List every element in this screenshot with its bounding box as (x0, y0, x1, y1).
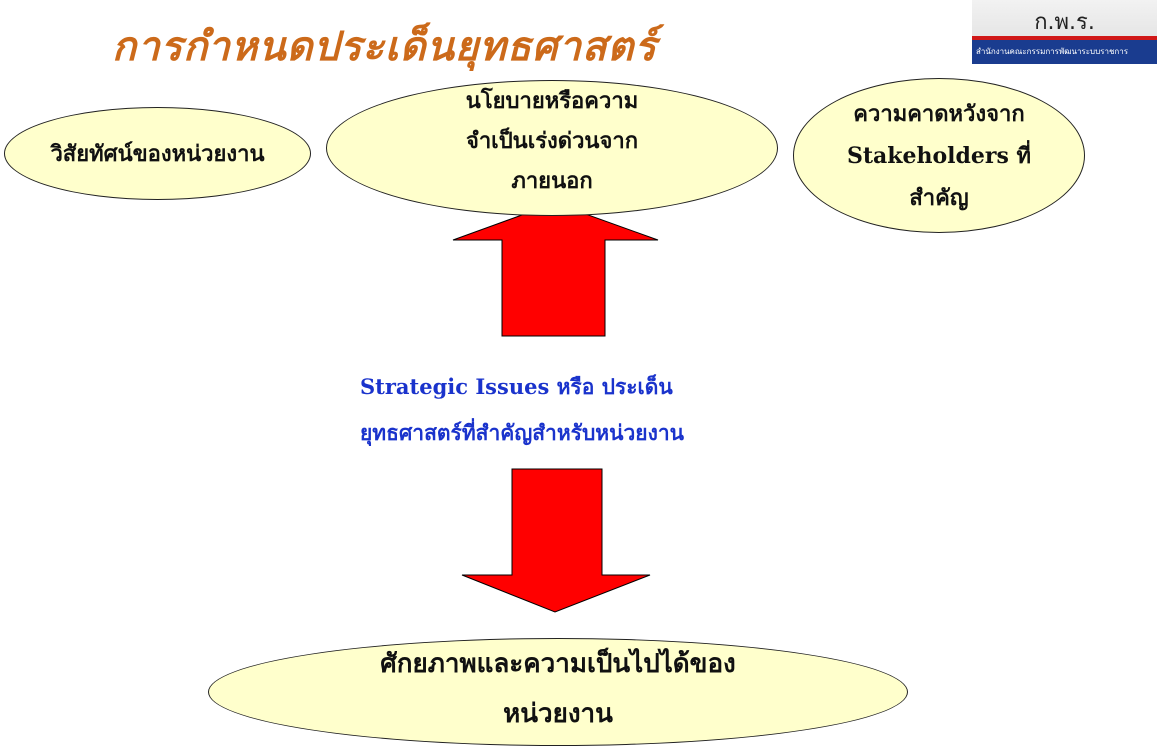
logo-red-bar (972, 36, 1157, 40)
stakeholders-label: ความคาดหวังจาก Stakeholders ที่ สำคัญ (846, 100, 1032, 211)
strategic-issues-text: Strategic Issues หรือ ประเด็น ยุทธศาสตร์… (360, 374, 684, 445)
down-arrow (461, 468, 651, 613)
logo-name: ก.พ.ร. (1034, 10, 1095, 35)
vision-label: วิสัยทัศน์ของหน่วยงาน (50, 141, 265, 167)
slide-title: การกำหนดประเด็นยุทธศาสตร์ (112, 23, 657, 70)
capability-label: ศักยภาพและความเป็นไปได้ของ หน่วยงาน (380, 649, 736, 729)
stakeholders-ellipse: ความคาดหวังจาก Stakeholders ที่ สำคัญ (793, 78, 1085, 233)
up-arrow (452, 202, 659, 337)
vision-ellipse: วิสัยทัศน์ของหน่วยงาน (4, 107, 311, 200)
policy-label: นโยบายหรือความ จำเป็นเร่งด่วนจาก ภายนอก (465, 88, 639, 194)
opdc-logo: ก.พ.ร. สำนักงานคณะกรรมการพัฒนาระบบราชการ (972, 0, 1157, 64)
logo-subtitle: สำนักงานคณะกรรมการพัฒนาระบบราชการ (972, 40, 1157, 64)
policy-ellipse: นโยบายหรือความ จำเป็นเร่งด่วนจาก ภายนอก (326, 80, 778, 216)
capability-ellipse: ศักยภาพและความเป็นไปได้ของ หน่วยงาน (208, 638, 908, 746)
